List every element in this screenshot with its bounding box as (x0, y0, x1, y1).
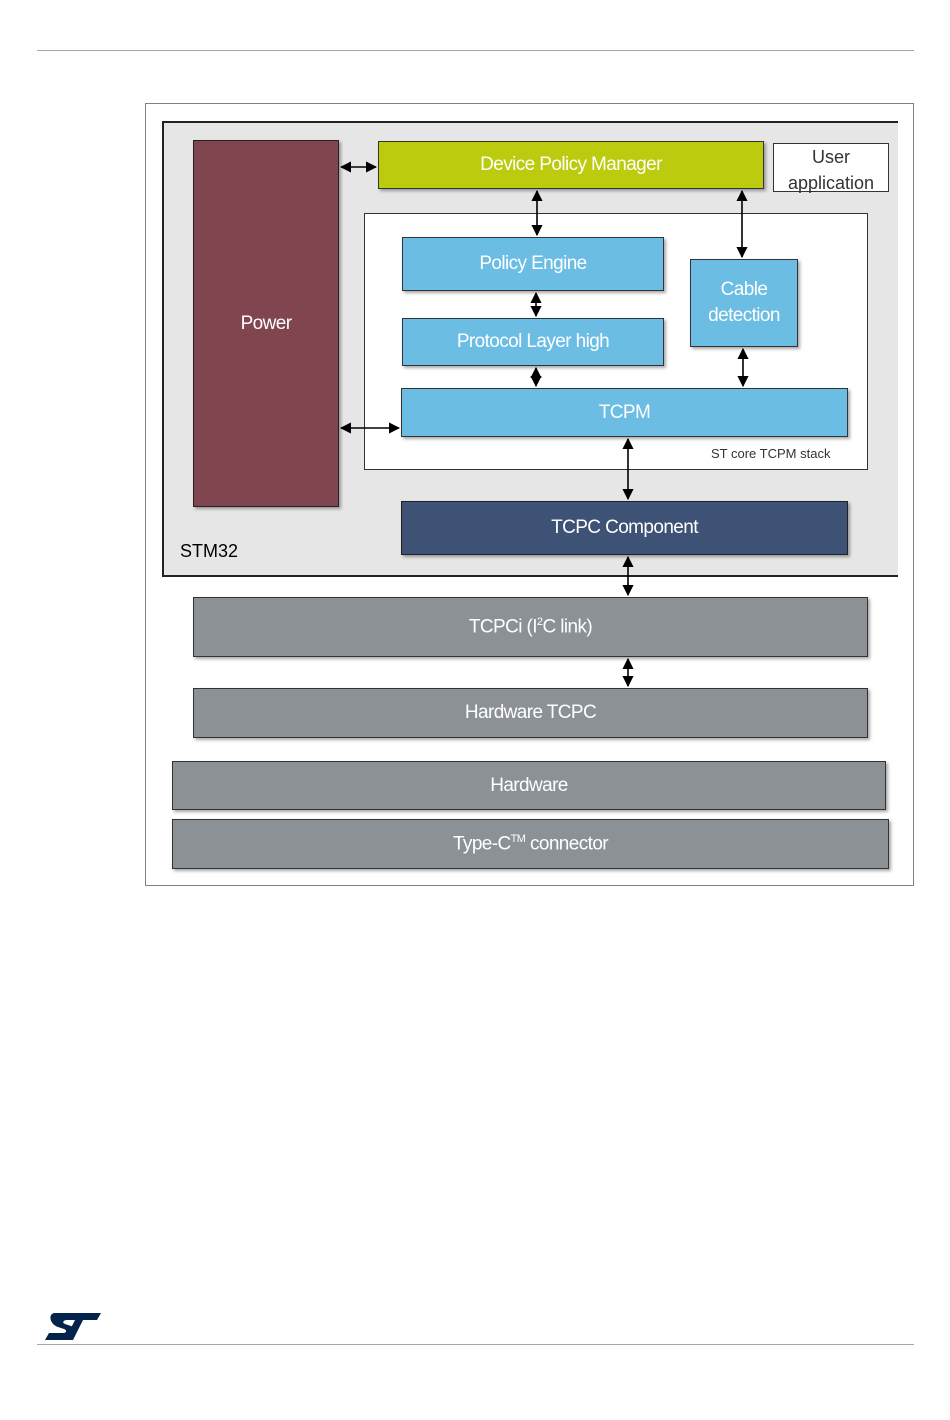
st-logo-icon (43, 1310, 103, 1342)
